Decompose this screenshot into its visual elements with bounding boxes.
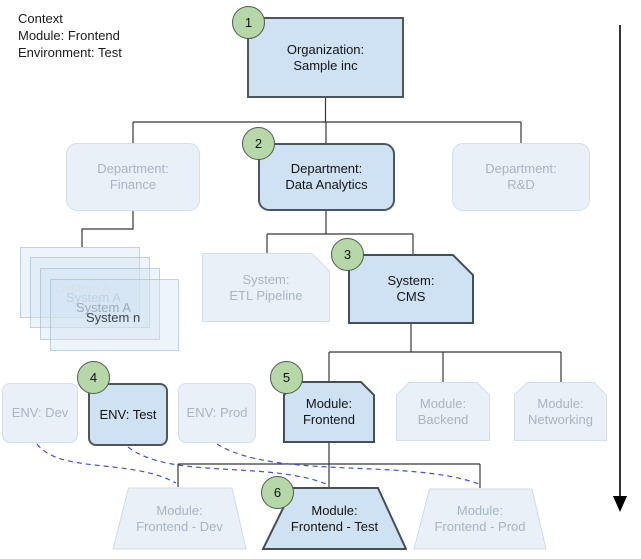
- organization-node[interactable]: Organization: Sample inc: [247, 17, 404, 98]
- system-cms-line2: CMS: [396, 289, 426, 304]
- system-stack-sheet-3: [40, 268, 160, 340]
- env-dev-node[interactable]: ENV: Dev: [2, 383, 78, 443]
- deploy-frontend-prod-line2: Frontend - Prod: [434, 519, 526, 534]
- deploy-frontend-prod-line1: Module:: [456, 503, 504, 518]
- module-frontend-node[interactable]: Module: Frontend: [283, 381, 375, 443]
- module-backend-node[interactable]: Module: Backend: [396, 382, 490, 441]
- org-to-departments-connector: [132, 98, 522, 143]
- department-rnd-line1: Department:: [485, 161, 557, 176]
- env-test-link-dashed: [127, 446, 330, 486]
- department-data-analytics-node[interactable]: Department: Data Analytics: [258, 143, 395, 211]
- module-frontend-line2: Frontend: [302, 412, 356, 427]
- system-stack-label-3: System A: [76, 300, 131, 315]
- system-stack-sheet-4: [50, 279, 179, 351]
- module-backend-shape: [396, 382, 490, 441]
- module-backend-line2: Backend: [417, 411, 469, 427]
- department-finance-line2: Finance: [109, 177, 157, 192]
- department-finance-node[interactable]: Department: Finance: [66, 143, 200, 211]
- downward-flow-arrow: [613, 25, 627, 512]
- module-networking-line2: Networking: [527, 411, 594, 427]
- env-prod-label: ENV: Prod: [186, 405, 248, 420]
- deploy-frontend-test-shape: [262, 487, 407, 550]
- organization-label-line2: Sample inc: [293, 57, 358, 73]
- step-badge-4: 4: [77, 361, 110, 394]
- system-cms-line1: System:: [387, 273, 435, 288]
- module-networking-shape: [514, 382, 607, 441]
- system-cms-shape: [348, 254, 474, 324]
- context-module-line: Module: Frontend: [18, 28, 120, 43]
- step-badge-6: 6: [261, 476, 294, 509]
- finance-to-systems-connector: [81, 211, 134, 247]
- deploy-frontend-prod-shape: [413, 488, 547, 550]
- module-networking-node[interactable]: Module: Networking: [514, 382, 607, 441]
- module-frontend-line1: Module:: [305, 396, 353, 411]
- env-prod-link-dashed: [216, 443, 480, 485]
- deploy-frontend-dev-line2: Frontend - Dev: [136, 518, 223, 534]
- deploy-frontend-test-node[interactable]: Module: Frontend - Test: [262, 487, 407, 550]
- module-backend-line1: Module:: [419, 395, 467, 411]
- deploy-frontend-dev-line1: Module:: [156, 502, 203, 518]
- context-title: Context: [18, 11, 63, 26]
- system-cms-node[interactable]: System: CMS: [348, 254, 474, 324]
- step-badge-5: 5: [270, 361, 303, 394]
- env-dev-link-dashed: [36, 443, 177, 484]
- department-data-analytics-line1: Department:: [290, 161, 363, 176]
- system-stack-sheet-1: [20, 247, 140, 318]
- system-etl-line2: ETL Pipeline: [229, 287, 303, 303]
- step-badge-2: 2: [242, 127, 275, 160]
- system-etl-line1: System:: [242, 271, 290, 287]
- system-stack-sheet-2: [30, 257, 150, 328]
- deploy-frontend-test-line1: Module:: [311, 502, 358, 518]
- step-badge-1: 1: [232, 6, 265, 39]
- department-finance-line1: Department:: [97, 161, 169, 176]
- department-rnd-line2: R&D: [507, 177, 535, 192]
- deploy-frontend-test-line2: Frontend - Test: [290, 518, 379, 534]
- system-etl-node[interactable]: System: ETL Pipeline: [202, 253, 330, 322]
- organization-label-line1: Organization:: [286, 41, 365, 57]
- system-stack-label-1: System A: [56, 280, 111, 295]
- system-stack-label-4: System n: [86, 310, 141, 325]
- department-rnd-node[interactable]: Department: R&D: [452, 143, 590, 211]
- department-data-analytics-line2: Data Analytics: [285, 177, 368, 192]
- context-panel: Context Module: Frontend Environment: Te…: [18, 10, 122, 61]
- system-stack-label-2: System A: [66, 290, 121, 305]
- env-dev-label: ENV: Dev: [11, 405, 69, 420]
- deploy-frontend-dev-shape: [112, 487, 247, 550]
- module-networking-line1: Module:: [537, 395, 584, 411]
- deploy-frontend-prod-node[interactable]: Module: Frontend - Prod: [413, 488, 547, 550]
- deploy-frontend-dev-node[interactable]: Module: Frontend - Dev: [112, 487, 247, 550]
- cms-to-modules-connector: [328, 324, 562, 382]
- context-environment-line: Environment: Test: [18, 45, 122, 60]
- env-prod-node[interactable]: ENV: Prod: [178, 383, 256, 443]
- step-badge-3: 3: [331, 238, 364, 271]
- frontend-to-deployments-connector: [177, 443, 481, 488]
- env-test-label: ENV: Test: [99, 406, 157, 422]
